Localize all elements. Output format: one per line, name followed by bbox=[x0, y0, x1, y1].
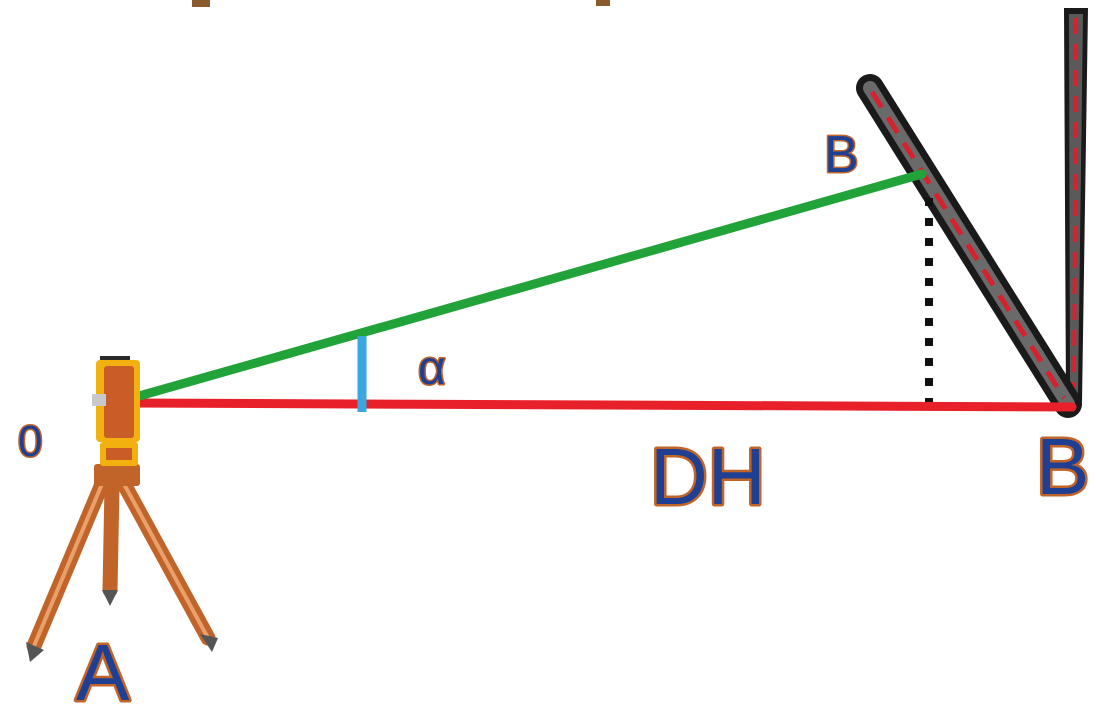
top-edge-mark-right bbox=[596, 0, 610, 6]
total-station-icon bbox=[92, 356, 140, 466]
tripod-icon bbox=[26, 464, 218, 662]
line-of-sight bbox=[127, 169, 927, 403]
origin-label: 0 bbox=[18, 417, 42, 466]
leveling-rod-vertical-icon bbox=[1064, 8, 1088, 402]
angle-label: α bbox=[418, 342, 446, 395]
station-label: A bbox=[76, 628, 130, 704]
horizontal-distance-line bbox=[125, 398, 1077, 412]
target-ground-label: B bbox=[1036, 422, 1089, 511]
target-top-label: B bbox=[824, 126, 859, 184]
top-edge-mark-left bbox=[192, 0, 210, 7]
leveling-rod-tilted-icon bbox=[856, 74, 1082, 418]
distance-label: DH bbox=[650, 432, 766, 521]
